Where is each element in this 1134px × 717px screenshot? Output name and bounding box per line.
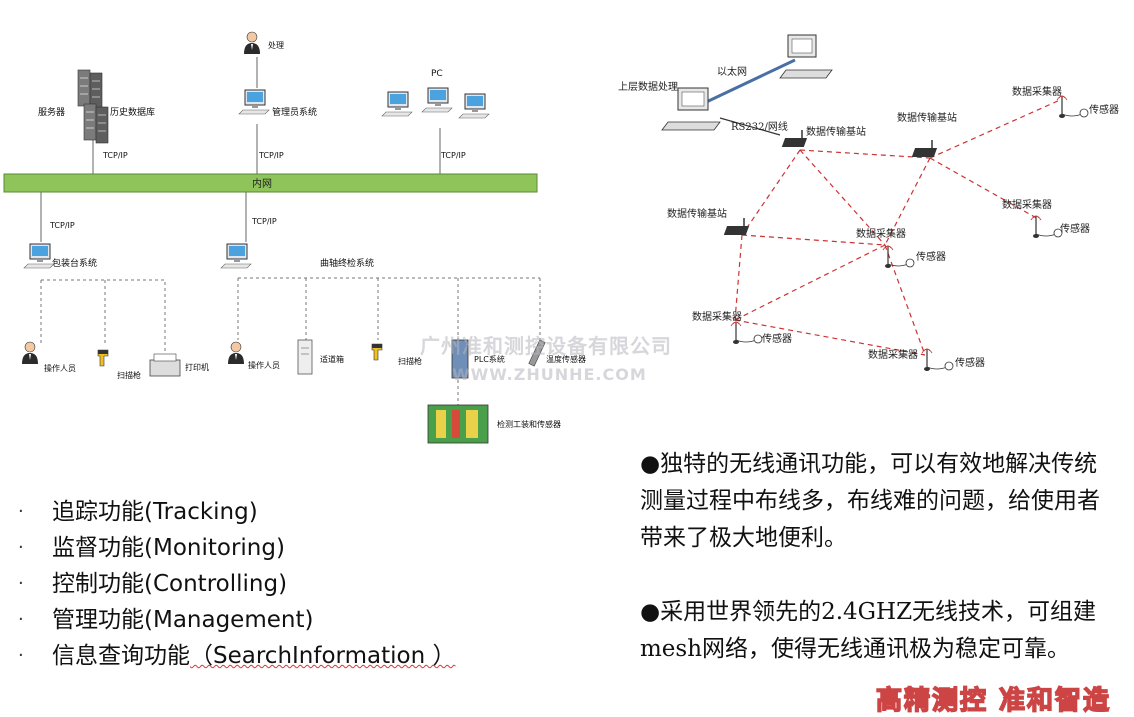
- feature-list: ·追踪功能(Tracking) ·监督功能(Monitoring) ·控制功能(…: [18, 494, 455, 674]
- upper-processing-label: 上层数据处理: [618, 80, 678, 93]
- plc-icon: [451, 339, 469, 379]
- tcpip-label-3: TCP/IP: [440, 151, 466, 160]
- ethernet-pc-icon: [779, 34, 833, 79]
- sensor-node-icon-5: [921, 348, 954, 372]
- printer-label: 打印机: [185, 362, 209, 372]
- tcpip-label-1: TCP/IP: [102, 151, 128, 160]
- feature-item: ·控制功能(Controlling): [18, 571, 288, 597]
- intranet-label: 内网: [252, 177, 272, 190]
- server-label: 服务器: [38, 106, 65, 118]
- manager-person-icon: [243, 31, 261, 55]
- sensor-label-1: 传感器: [1089, 103, 1119, 116]
- rs232-label: RS232/网线: [731, 120, 788, 133]
- feature-item: ·追踪功能(Tracking): [18, 499, 258, 525]
- base-station-label-3: 数据传输基站: [667, 207, 727, 220]
- base-station-icon-3: [723, 217, 750, 236]
- sensor-node-icon-4: [730, 321, 763, 345]
- sensor-label-3: 传感器: [916, 250, 946, 263]
- plc-label: PLC系统: [474, 354, 505, 364]
- watermark-company: 广州准和测控设备有限公司: [420, 334, 672, 358]
- pc-icon-1: [381, 91, 413, 117]
- server-icon: [77, 69, 103, 110]
- upper-pc-icon: [661, 87, 721, 131]
- collector-label-1: 数据采集器: [1012, 85, 1062, 98]
- mesh-links: [719, 99, 1061, 356]
- tcpip-label-2: TCP/IP: [258, 151, 284, 160]
- tcpip-label-5: TCP/IP: [251, 217, 277, 226]
- sensor-node-icon-1: [1056, 95, 1089, 119]
- admin-system-label: 管理员系统: [272, 106, 317, 118]
- feature-item: ·管理功能(Management): [18, 607, 314, 633]
- sensor-label-2: 传感器: [1060, 222, 1090, 235]
- sensor-node-icon-2: [1030, 215, 1063, 239]
- pc-label: PC: [431, 69, 443, 79]
- feature-item: ·监督功能(Monitoring): [18, 535, 285, 561]
- scanner-icon-2: [371, 343, 383, 361]
- watermark-url: WWW.ZHUNHE.COM: [452, 365, 647, 384]
- admin-pc-icon: [238, 89, 270, 115]
- sensor-node-icon-3: [882, 245, 915, 269]
- printer-icon: [149, 353, 181, 377]
- base-station-icon-2: [911, 139, 938, 158]
- base-station-label-1: 数据传输基站: [806, 125, 866, 138]
- crankshaft-system-label: 曲轴终检系统: [320, 257, 374, 269]
- operator-label-1: 操作人员: [44, 363, 76, 373]
- scanner-icon-1: [97, 349, 109, 367]
- sensor-label-4: 传感器: [762, 332, 792, 345]
- manager-label: 处理: [268, 40, 284, 50]
- history-db-label: 历史数据库: [110, 106, 155, 118]
- scanner-label-2: 扫描枪: [398, 356, 422, 366]
- operator-icon-2: [227, 341, 245, 365]
- crankshaft-pc-icon: [220, 243, 252, 269]
- collector-label-4: 数据采集器: [692, 310, 742, 323]
- temp-sensor-label: 温度传感器: [546, 354, 586, 364]
- collector-label-5: 数据采集器: [868, 348, 918, 361]
- packing-system-label: 包装台系统: [52, 257, 97, 269]
- mux-box-icon: [297, 339, 313, 375]
- pc-icon-2: [421, 87, 453, 113]
- base-station-label-2: 数据传输基站: [897, 111, 957, 124]
- ethernet-label: 以太网: [717, 65, 747, 78]
- pc-icon-3: [458, 93, 490, 119]
- intranet-bar: [3, 173, 538, 193]
- description-paragraph-1: ●独特的无线通讯功能，可以有效地解决传统测量过程中布线多，布线难的问题，给使用者…: [640, 451, 1100, 551]
- brand-slogan: 高精测控 准和智造: [875, 685, 1112, 717]
- temp-sensor-icon: [528, 339, 546, 367]
- collector-label-3: 数据采集器: [856, 227, 906, 240]
- packing-pc-icon: [23, 243, 55, 269]
- operator-label-2: 操作人员: [248, 360, 280, 370]
- scanner-label-1: 扫描枪: [117, 370, 141, 380]
- ethernet-link: [699, 58, 796, 107]
- fixture-label: 检测工装和传感器: [497, 419, 561, 429]
- tcpip-label-4: TCP/IP: [49, 221, 75, 230]
- sensor-label-5: 传感器: [955, 356, 985, 369]
- operator-icon-1: [21, 341, 39, 365]
- mux-label: 适道箱: [320, 354, 344, 364]
- feature-item: ·信息查询功能（SearchInformation ）: [18, 643, 456, 669]
- fixture-icon: [427, 404, 489, 444]
- server-icon-2: [83, 103, 109, 144]
- description-paragraph-2: ●采用世界领先的2.4GHZ无线技术，可组建mesh网络，使得无线通讯极为稳定可…: [640, 599, 1097, 662]
- collector-label-2: 数据采集器: [1002, 198, 1052, 211]
